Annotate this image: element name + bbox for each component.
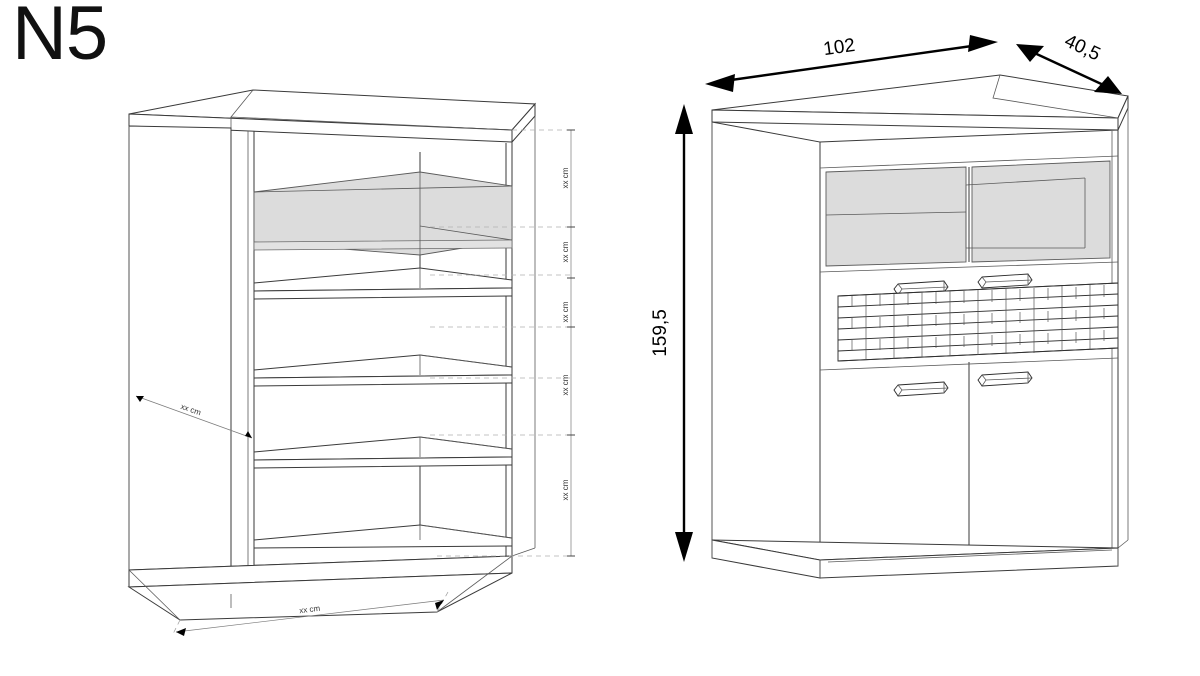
height-dim-label: 159,5 <box>650 309 671 357</box>
lower-solid-doors <box>819 357 1119 555</box>
width-dimension-102: 102 <box>705 35 998 92</box>
right-view-assembled-cabinet: 102 40,5 159,5 <box>650 31 1129 579</box>
left-height-dim-1: xx cm <box>561 167 570 188</box>
width-dimension: xx cm <box>171 591 449 637</box>
page-title: N5 <box>12 0 108 76</box>
cabinet-left-side <box>711 121 821 561</box>
shelf-4 <box>253 436 513 469</box>
left-height-dim-5: xx cm <box>561 479 570 500</box>
interior-edges <box>419 225 513 539</box>
left-height-dim-2: xx cm <box>561 241 570 262</box>
cabinet-top-panel <box>711 74 1129 131</box>
mid-rail <box>819 261 1119 273</box>
height-dimension-1595: 159,5 <box>650 104 693 562</box>
height-dimension-chain: xx cm xx cm xx cm xx cm xx cm <box>430 129 575 557</box>
handle-lower-right <box>977 371 1033 387</box>
right-side-panel <box>505 116 536 560</box>
handle-upper-right <box>977 273 1033 289</box>
bottom-panel <box>253 524 513 549</box>
top-rail <box>819 155 1119 169</box>
left-view-open-carcass: xx cm xx cm xx cm xx cm xx cm xx cm <box>127 89 575 637</box>
left-height-dim-3: xx cm <box>561 301 570 322</box>
width-dim-label: 102 <box>822 35 856 60</box>
shelf-2 <box>253 267 513 300</box>
handle-lower-left <box>893 381 949 397</box>
upper-glass-doors <box>825 160 1111 267</box>
lattice-grille-band <box>837 282 1119 362</box>
left-side-panel <box>128 125 232 595</box>
glass-shelf <box>253 171 513 256</box>
shelf-3 <box>253 354 513 387</box>
top-panel <box>128 89 537 144</box>
base-plinth <box>127 555 513 621</box>
inner-back-panel <box>247 131 255 592</box>
left-height-dim-4: xx cm <box>561 374 570 395</box>
left-width-dim-label: xx cm <box>299 604 321 616</box>
depth-dim-label: 40,5 <box>1061 31 1103 66</box>
cabinet-base-plinth <box>711 539 1119 579</box>
